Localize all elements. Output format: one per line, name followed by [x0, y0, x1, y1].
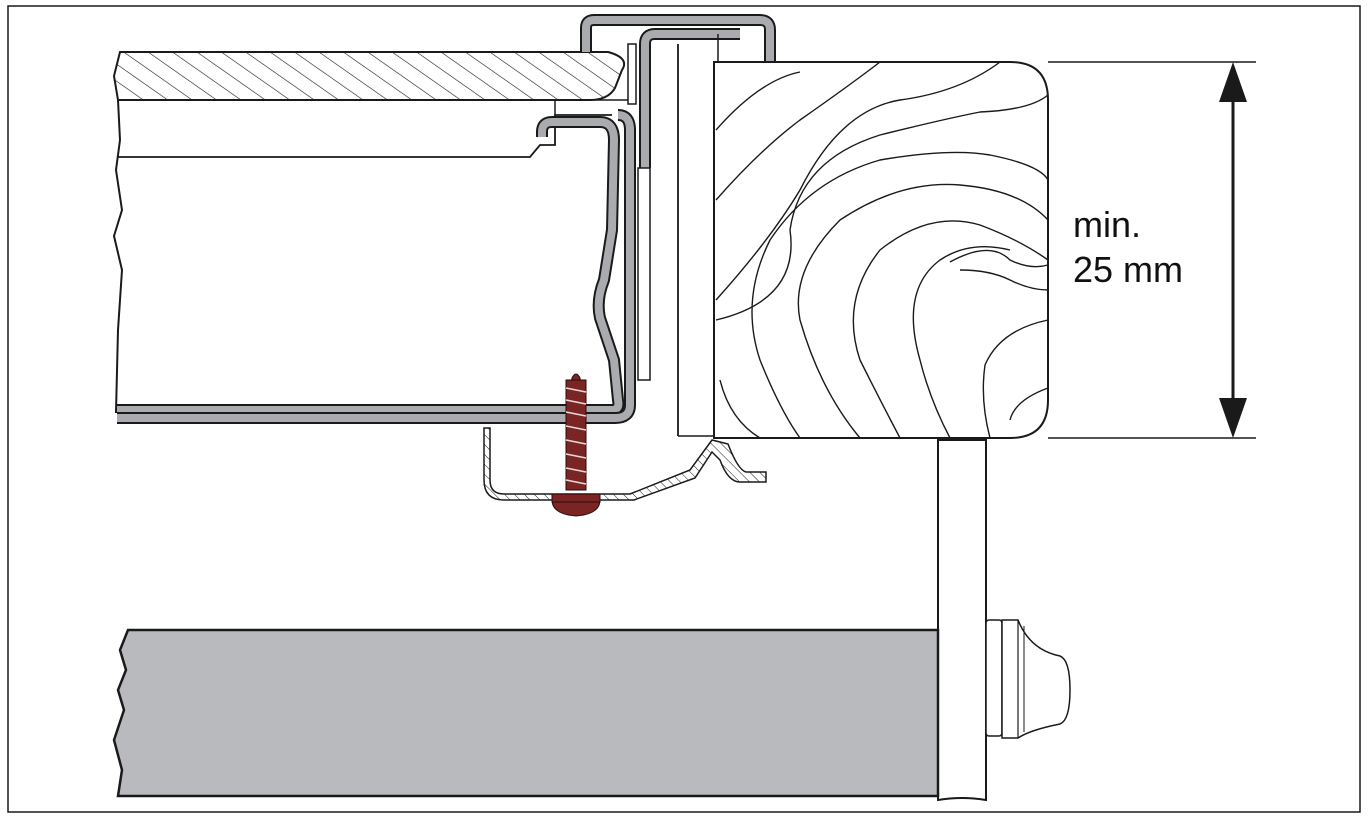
wood-screw-icon [551, 373, 601, 517]
dimension-label-line1: min. [1073, 204, 1141, 245]
frame-border [7, 5, 1361, 813]
control-knob-icon [985, 619, 1071, 739]
drawer-front-panel [112, 628, 940, 798]
fixing-clip [483, 427, 767, 501]
dimension-label-line2: 25 mm [1073, 249, 1183, 290]
cabinet-side-panel [937, 439, 987, 802]
top-clip-bracket [580, 14, 776, 381]
metal-tray [117, 109, 636, 424]
glass-cooktop [112, 51, 626, 101]
wood-grain [715, 61, 1049, 439]
dimension-arrow-up-icon [1219, 62, 1247, 102]
cooktop-casing [112, 99, 630, 413]
wooden-worktop [713, 61, 1049, 439]
dimension-arrow-down-icon [1219, 398, 1247, 438]
support-strip [677, 44, 715, 437]
dimension-indicator: min. 25 mm [1048, 61, 1256, 439]
